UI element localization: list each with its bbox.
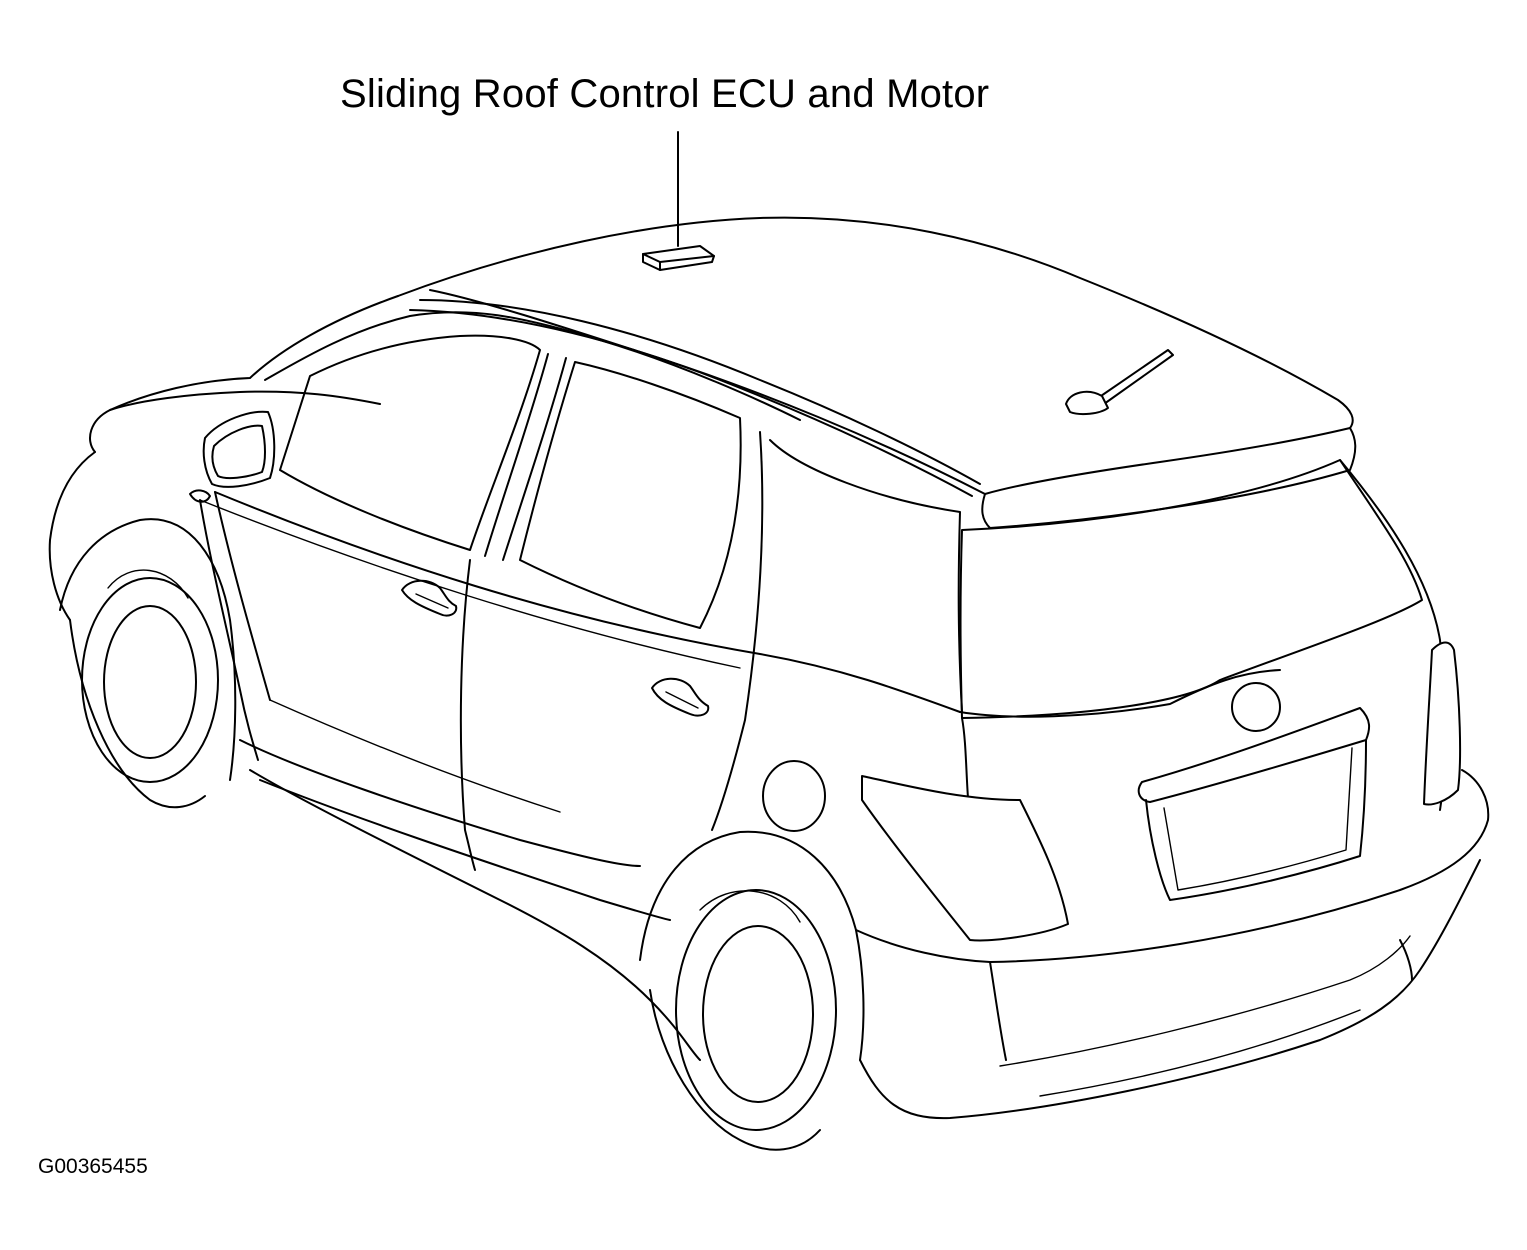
side-marker-icon bbox=[189, 489, 211, 503]
side-windows bbox=[264, 311, 963, 831]
rear-bumper bbox=[855, 769, 1490, 1120]
callout-label: Sliding Roof Control ECU and Motor bbox=[340, 72, 990, 116]
antenna-icon bbox=[1065, 349, 1174, 416]
sliding-roof-ecu-motor-icon bbox=[642, 245, 715, 271]
figure-id: G00365455 bbox=[38, 1155, 148, 1178]
tail-light-right-icon bbox=[1423, 641, 1462, 806]
side-mirror-icon bbox=[202, 410, 276, 488]
tail-light-left-icon bbox=[861, 775, 1069, 942]
body-side bbox=[48, 295, 1281, 1061]
roof bbox=[397, 216, 1357, 529]
rear-wheel bbox=[639, 830, 865, 1151]
front-wheel bbox=[59, 518, 237, 809]
door-handle-front-icon bbox=[401, 579, 458, 617]
door-handle-rear-icon bbox=[651, 677, 710, 717]
rear-emblem-icon bbox=[1231, 682, 1281, 732]
fuel-door-icon bbox=[762, 760, 826, 832]
